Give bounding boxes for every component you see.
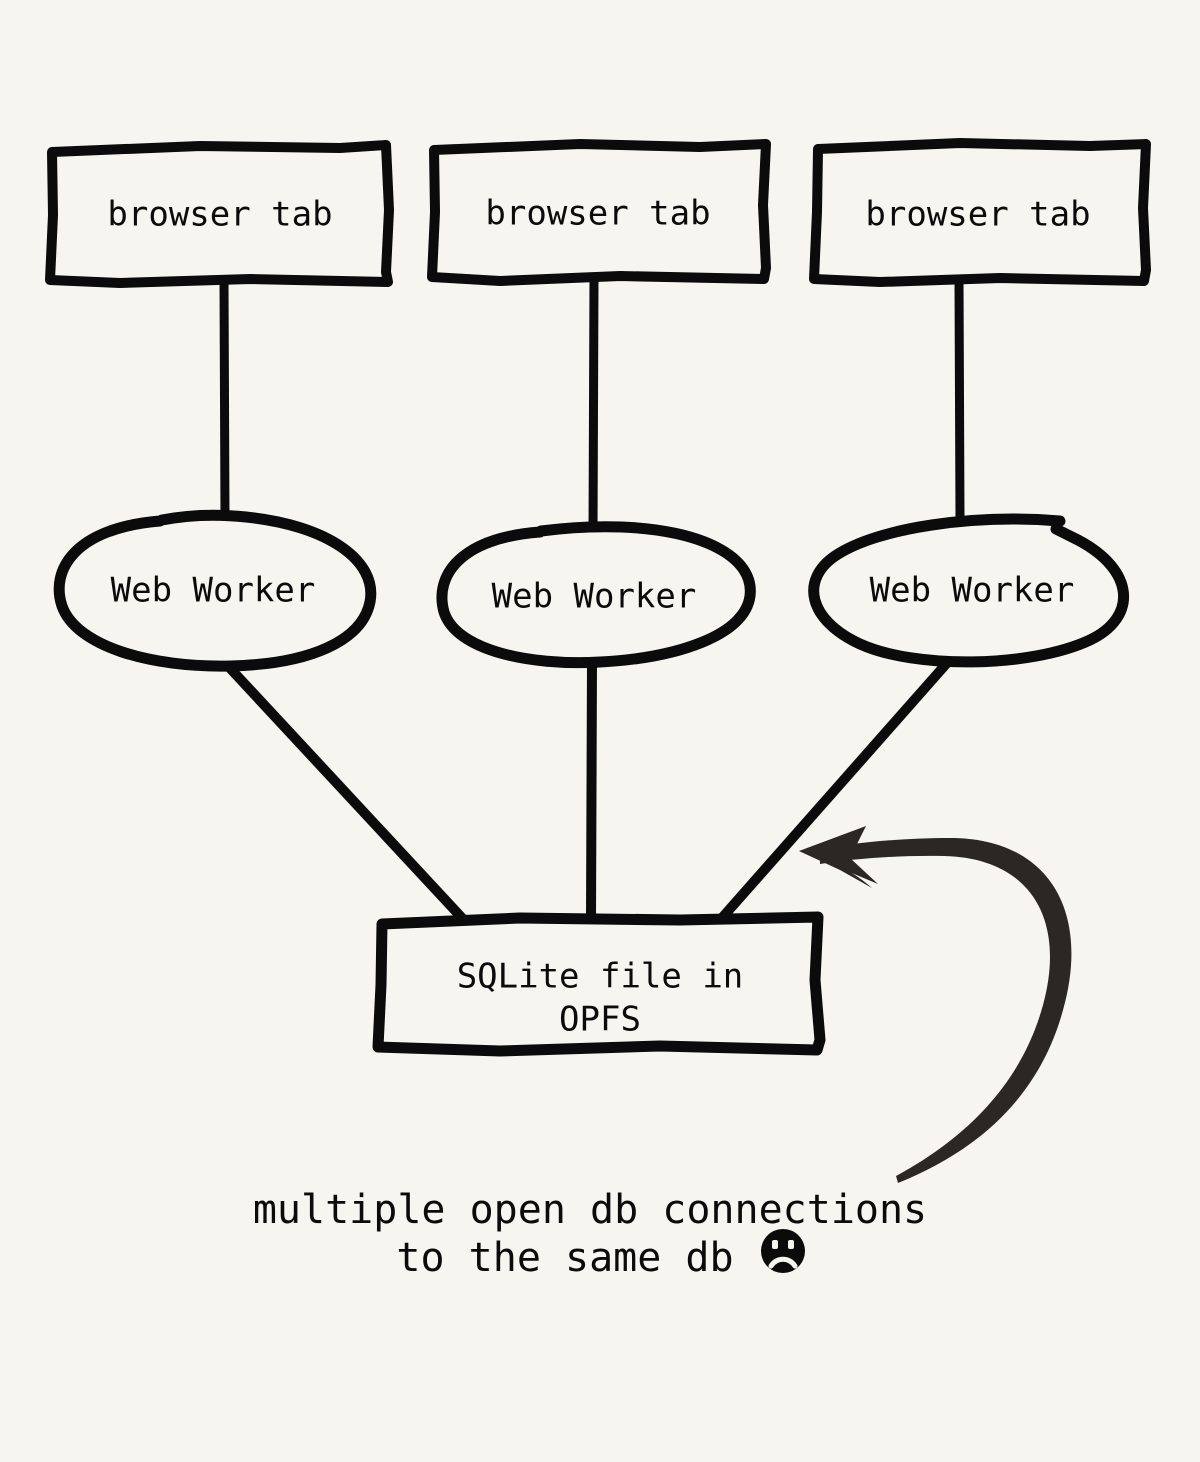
sqlite-opfs-box[interactable]: SQLite file in OPFS [372, 911, 826, 1057]
annotation-line-1: multiple open db connections [253, 1187, 927, 1233]
arrow-curve-body [820, 838, 1072, 1183]
connector-worker3-storage [717, 659, 951, 923]
web-worker-1-label: Web Worker [111, 571, 316, 611]
frowning-face-icon [761, 1229, 805, 1273]
web-worker-ellipse-1[interactable]: Web Worker [53, 509, 377, 672]
worker-2-outline [436, 521, 756, 669]
worker-1-outline [53, 509, 377, 672]
web-worker-2-label: Web Worker [492, 577, 697, 617]
connector-worker1-storage [224, 662, 467, 923]
tab-box-2-outline [427, 139, 771, 286]
browser-tab-2-label: browser tab [485, 194, 710, 234]
connector-tab1-worker1 [219, 279, 230, 521]
browser-tab-3-label: browser tab [865, 195, 1090, 235]
connector-tab2-worker2 [588, 277, 599, 535]
browser-tab-box-1[interactable]: browser tab [45, 140, 394, 288]
browser-tab-box-3[interactable]: browser tab [809, 138, 1151, 287]
annotation-line-2: to the same db [396, 1235, 733, 1281]
tab-box-3-outline [809, 138, 1151, 287]
annotation-curved-arrow [799, 826, 1072, 1183]
tab-box-1-outline [45, 140, 394, 288]
worker-3-outline [808, 513, 1130, 668]
web-worker-ellipse-2[interactable]: Web Worker [436, 521, 756, 669]
connector-worker2-storage [586, 659, 597, 920]
arrow-head [799, 826, 878, 884]
connector-tab3-worker3 [954, 279, 965, 521]
sqlite-box-label-line2: OPFS [559, 1000, 641, 1040]
web-worker-3-label: Web Worker [870, 571, 1075, 611]
sqlite-box-outline [372, 911, 826, 1057]
annotation-caption: multiple open db connections to the same… [253, 1187, 927, 1281]
browser-tab-1-label: browser tab [107, 195, 332, 235]
sqlite-box-label-line1: SQLite file in [457, 957, 744, 997]
browser-tab-box-2[interactable]: browser tab [427, 139, 771, 286]
web-worker-ellipse-3[interactable]: Web Worker [808, 513, 1130, 668]
